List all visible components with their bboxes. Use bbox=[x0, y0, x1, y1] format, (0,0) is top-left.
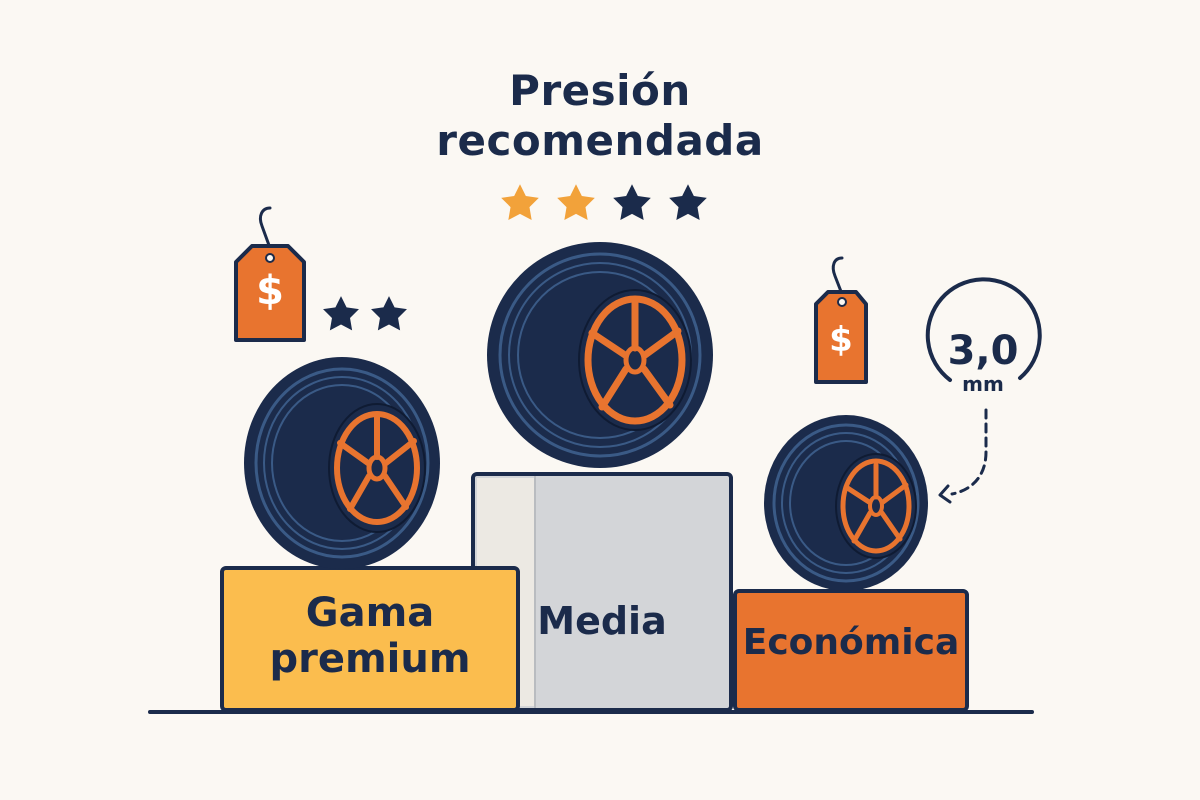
tire-premium-icon bbox=[244, 357, 440, 569]
podium-media-label: Media bbox=[537, 599, 667, 643]
tread-depth-gauge-icon bbox=[925, 277, 1042, 504]
tread-depth-value: 3,0 bbox=[947, 328, 1019, 374]
rating-center-star-filled-icon bbox=[501, 184, 539, 221]
podium-economica bbox=[733, 589, 969, 712]
rating-left-star-empty-icon bbox=[371, 296, 407, 331]
podium-premium-label-line1: Gama bbox=[305, 590, 435, 636]
rating-center-star-empty-icon bbox=[613, 184, 651, 221]
title-line-1: Presión bbox=[509, 66, 691, 115]
price-tag-right-icon bbox=[814, 256, 868, 384]
podium-economica-label: Económica bbox=[742, 622, 960, 663]
rating-center-star-filled-icon bbox=[557, 184, 595, 221]
title-line-2: recomendada bbox=[436, 116, 764, 165]
tread-depth-unit: mm bbox=[962, 372, 1004, 396]
podium-premium bbox=[220, 566, 520, 712]
podium-premium-label-line2: premium bbox=[269, 636, 471, 682]
tire-economica-icon bbox=[764, 415, 928, 591]
rating-center-star-empty-icon bbox=[669, 184, 707, 221]
podium-premium-label: Gama premium bbox=[222, 590, 518, 682]
price-tag-right-sign: $ bbox=[829, 320, 853, 360]
price-tag-left-icon bbox=[234, 206, 306, 342]
price-tag-left-sign: $ bbox=[256, 268, 284, 314]
rating-left bbox=[323, 296, 407, 331]
rating-left-star-empty-icon bbox=[323, 296, 359, 331]
rating-center bbox=[501, 184, 707, 221]
tire-media-icon bbox=[487, 242, 713, 468]
